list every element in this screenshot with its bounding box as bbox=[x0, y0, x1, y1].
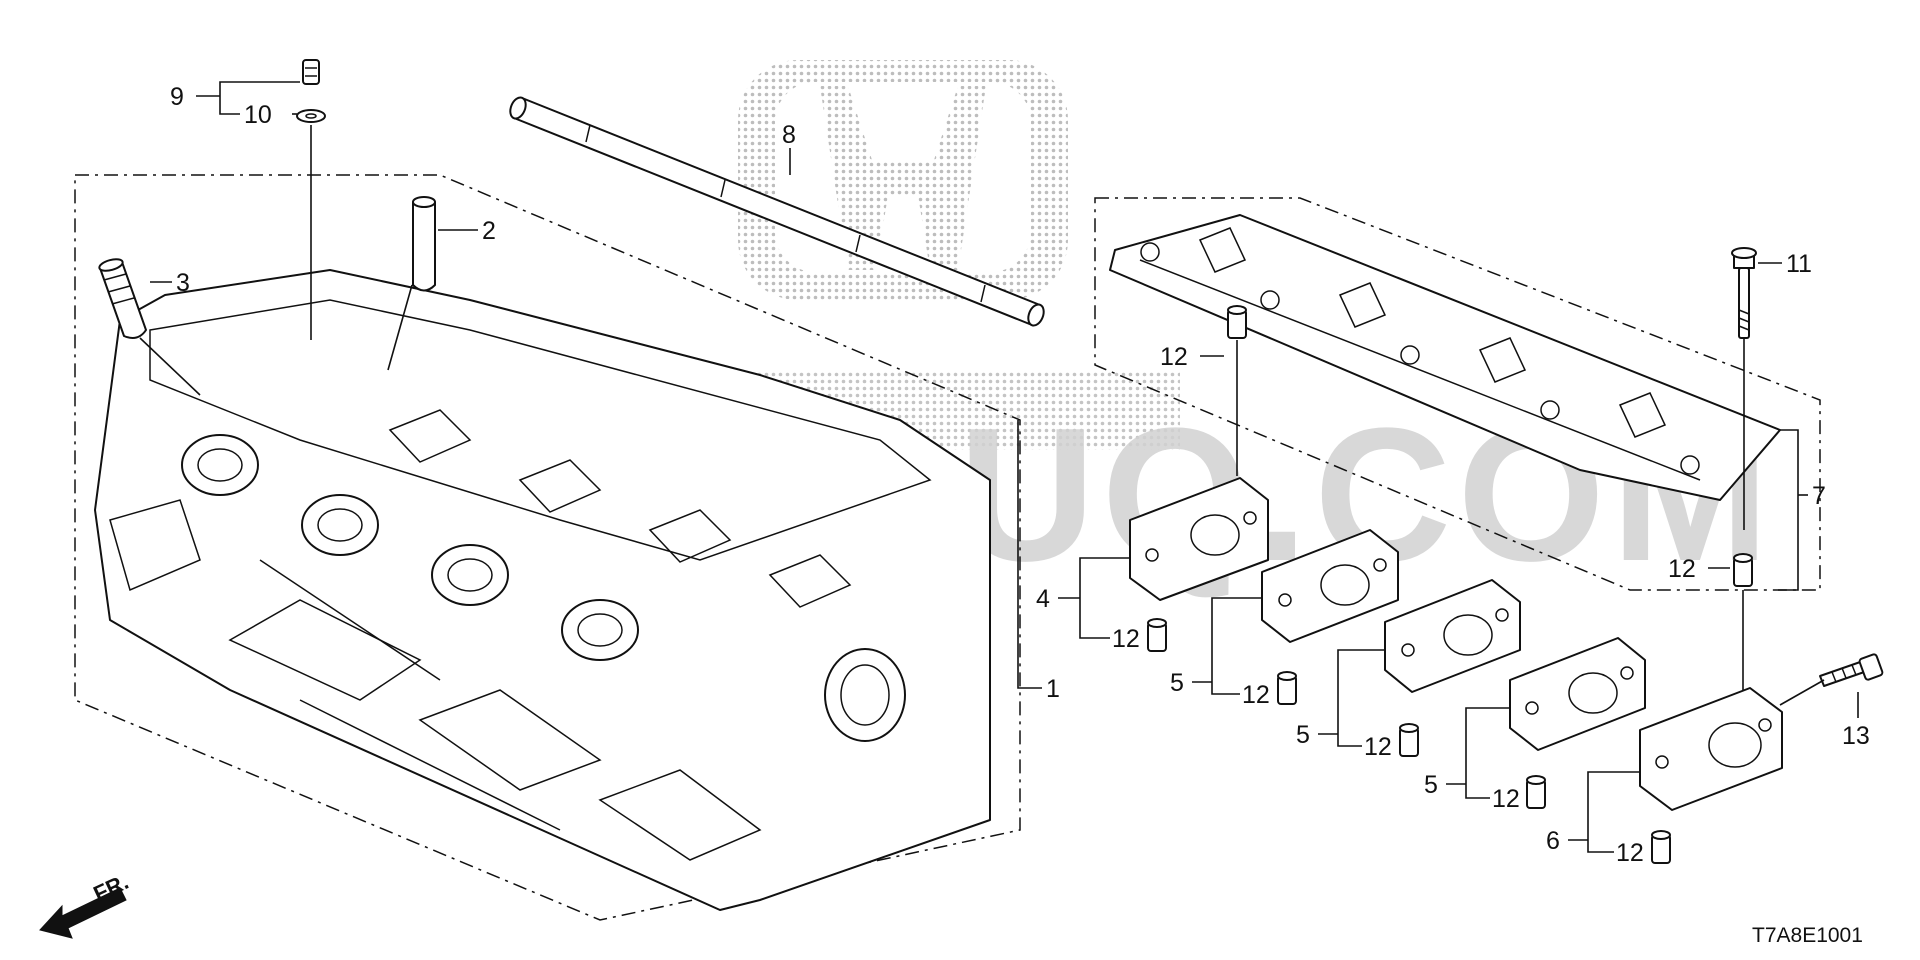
oil-pipe-8 bbox=[509, 96, 1045, 327]
callout-12-upper: 12 bbox=[1160, 343, 1188, 371]
cam-cap-5a bbox=[1261, 529, 1399, 643]
callout-12-cap5c: 12 bbox=[1492, 785, 1520, 813]
callout-11: 11 bbox=[1786, 250, 1812, 278]
callout-10: 10 bbox=[244, 101, 272, 129]
leader-lines bbox=[139, 81, 1859, 853]
cam-cap-6 bbox=[1639, 687, 1783, 811]
dowel-pins-12 bbox=[1147, 305, 1753, 864]
callout-12-right: 12 bbox=[1668, 555, 1696, 583]
front-direction-arrow: FR. bbox=[39, 869, 132, 939]
cam-cap-5c bbox=[1509, 637, 1646, 751]
callout-9: 9 bbox=[170, 83, 184, 111]
bolt-13 bbox=[1819, 653, 1884, 687]
cylinder-head bbox=[74, 174, 1021, 921]
callout-3: 3 bbox=[176, 269, 190, 297]
dowel-pin-2 bbox=[412, 196, 436, 292]
callout-5b: 5 bbox=[1296, 721, 1310, 749]
callout-5c: 5 bbox=[1424, 771, 1438, 799]
dowel-pin-12-upper bbox=[1227, 305, 1247, 339]
callout-12-cap5b: 12 bbox=[1364, 733, 1392, 761]
dowel-pin-12-cap5a bbox=[1277, 671, 1297, 705]
washer-10 bbox=[296, 109, 326, 123]
cam-cap-4 bbox=[1129, 477, 1269, 601]
diagram-code: T7A8E1001 bbox=[1752, 924, 1863, 947]
callout-7: 7 bbox=[1812, 482, 1826, 510]
callout-12-cap5a: 12 bbox=[1242, 681, 1270, 709]
camshaft-holder-assembly bbox=[1094, 197, 1821, 811]
cam-cap-5b bbox=[1384, 579, 1521, 693]
dowel-pin-12-cap5b bbox=[1399, 723, 1419, 757]
callout-12-cap4: 12 bbox=[1112, 625, 1140, 653]
dowel-pin-12-cap4 bbox=[1147, 618, 1167, 652]
callout-labels: 1 2 3 4 5 5 5 6 7 8 9 10 11 12 12 12 12 … bbox=[170, 83, 1870, 867]
callout-2: 2 bbox=[482, 217, 496, 245]
callout-6: 6 bbox=[1546, 827, 1560, 855]
stud-3 bbox=[98, 258, 147, 339]
callout-5a: 5 bbox=[1170, 669, 1184, 697]
callout-12-cap6: 12 bbox=[1616, 839, 1644, 867]
plug-bolt-9 bbox=[302, 59, 320, 85]
dowel-pin-12-cap5c bbox=[1526, 775, 1546, 809]
callout-1: 1 bbox=[1046, 675, 1060, 703]
callout-8: 8 bbox=[782, 121, 796, 149]
callout-4: 4 bbox=[1036, 585, 1050, 613]
bolt-11 bbox=[1731, 247, 1757, 339]
dowel-pin-12-cap6 bbox=[1651, 830, 1671, 864]
dowel-pin-12-right bbox=[1733, 553, 1753, 587]
callout-13: 13 bbox=[1842, 722, 1870, 750]
